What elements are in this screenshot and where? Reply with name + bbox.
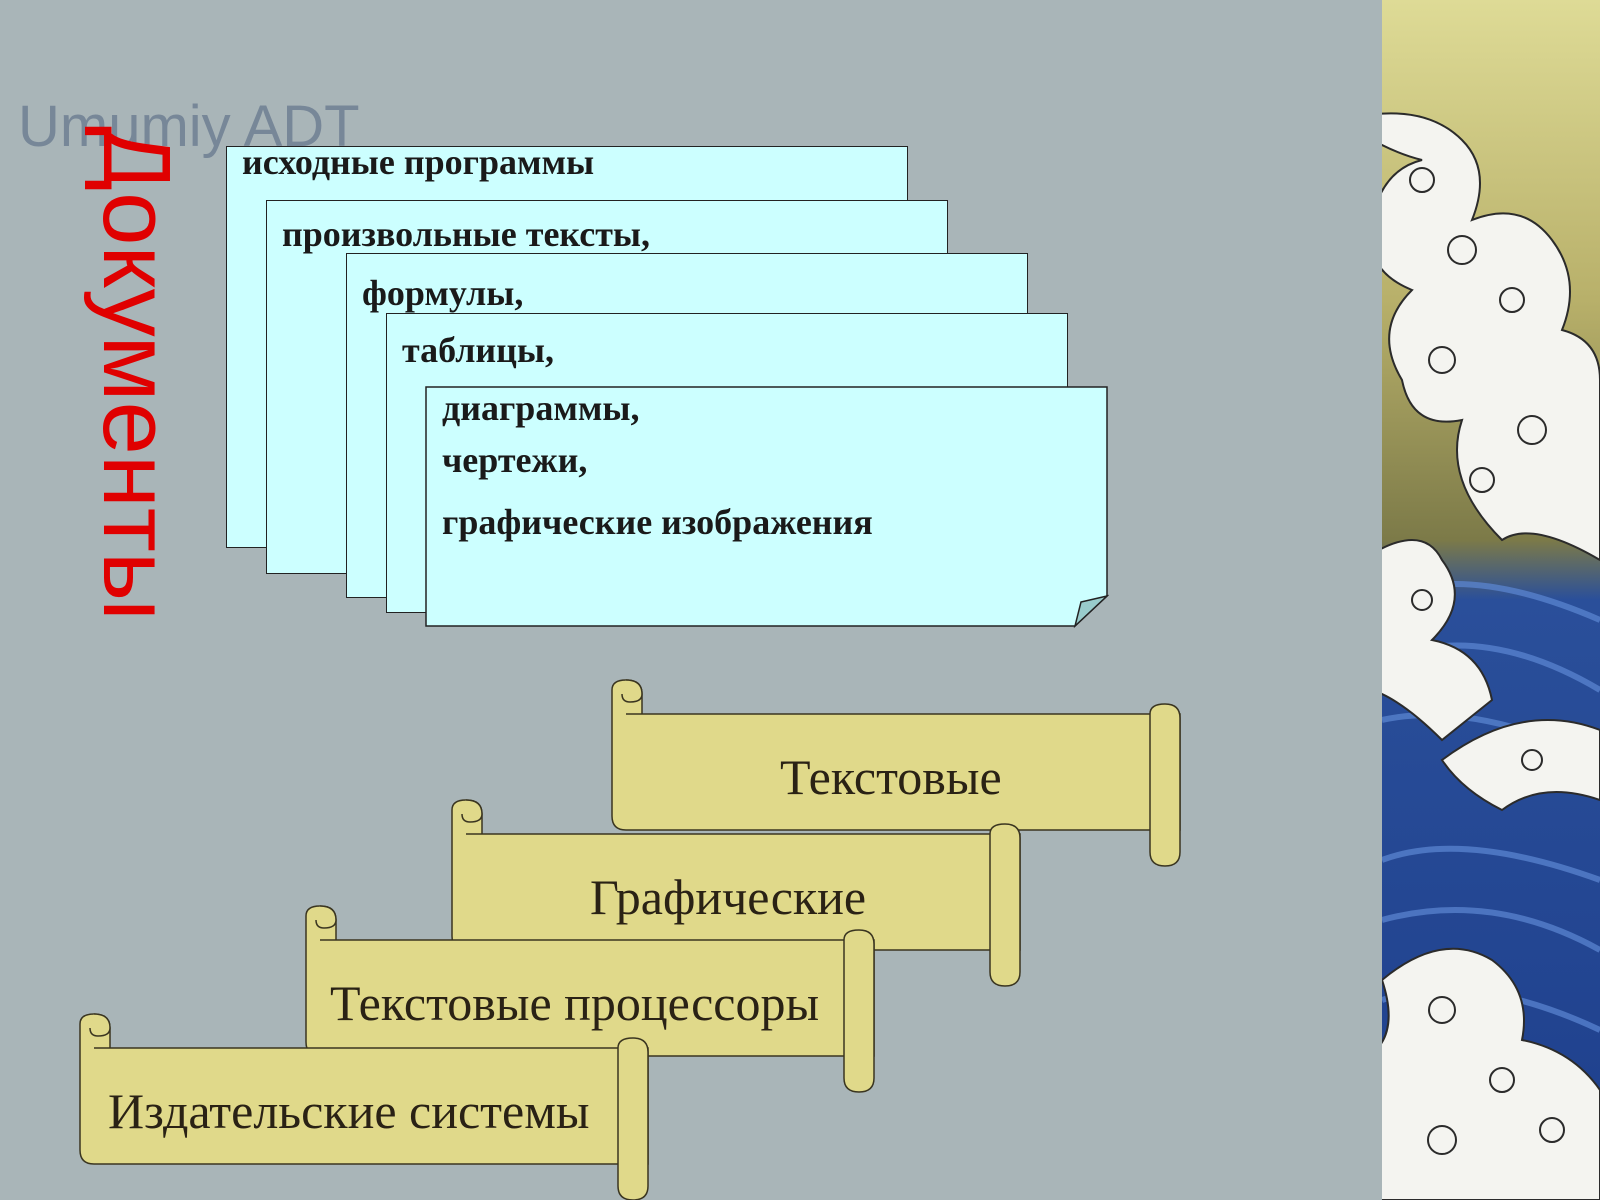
- banner-scroll-shape: [451, 799, 1021, 987]
- banner-label-word-processors: Текстовые процессоры: [330, 975, 820, 1031]
- card-text-source-programs: исходные программы: [242, 142, 595, 182]
- ghost-title: Umumiy ADT: [18, 94, 360, 159]
- banner-scroll-shape: [79, 1013, 649, 1200]
- banner-scroll-shape: [611, 679, 1181, 867]
- card-text-drawings: чертежи,: [442, 440, 588, 480]
- banner-label-text: Текстовые: [780, 749, 1002, 805]
- document-card-front: [425, 386, 1109, 628]
- card-text-tables: таблицы,: [402, 330, 555, 370]
- card-text-graphic-images: графические изображения: [442, 502, 873, 542]
- card-text-diagrams: диаграммы,: [442, 388, 640, 428]
- wave-art-panel: [1382, 0, 1600, 1200]
- vertical-title: Документы: [83, 126, 190, 621]
- banner-scroll-shape: [305, 905, 875, 1093]
- card-text-formulas: формулы,: [362, 273, 524, 313]
- card-text-free-texts: произвольные тексты,: [282, 214, 651, 254]
- banner-label-publishing-systems: Издательские системы: [108, 1083, 590, 1139]
- wave-art-icon: [1382, 0, 1600, 1200]
- banner-label-graphic: Графические: [590, 869, 867, 925]
